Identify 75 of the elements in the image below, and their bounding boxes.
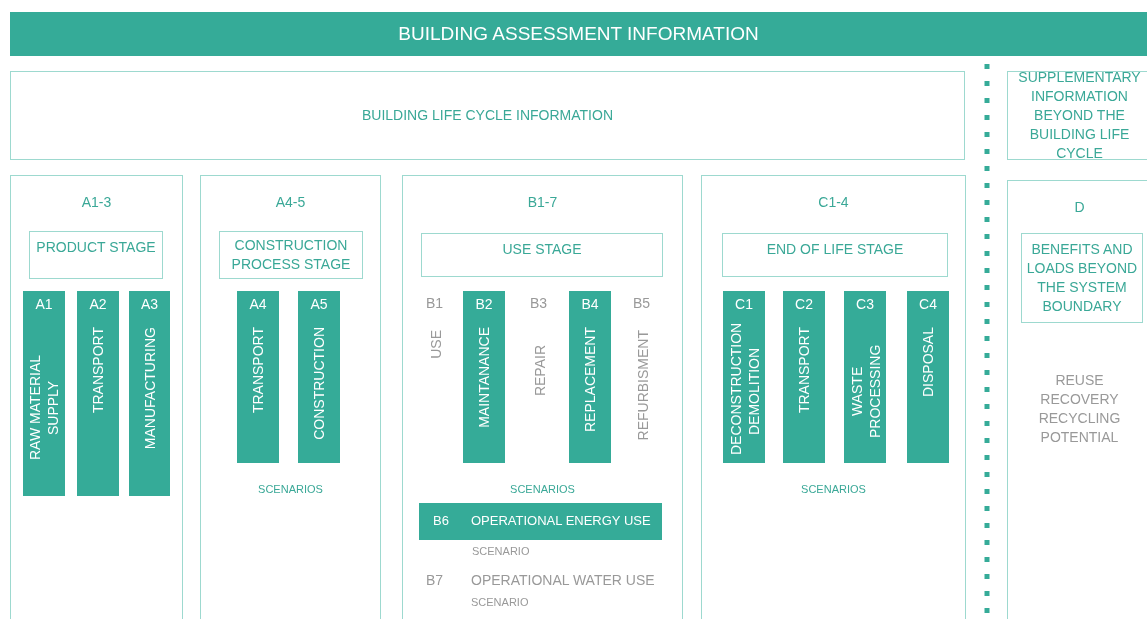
module-code: A1: [34, 296, 54, 312]
module-label: USE: [427, 330, 445, 359]
stage-box: [29, 231, 163, 279]
module-range: B1-7: [527, 194, 558, 210]
module-label: MAINTANANCE: [475, 327, 493, 428]
module-bar: [463, 291, 505, 463]
module-bar: [77, 291, 119, 496]
module-bar: [907, 291, 949, 463]
module-label: OPERATIONAL WATER USE: [471, 572, 655, 588]
module-range: C1-4: [818, 194, 849, 210]
stage-label: CONSTRUCTION PROCESS STAGE: [230, 236, 352, 274]
module-label: B5: [633, 295, 651, 311]
module-code: B6: [433, 513, 449, 528]
stage-label: PRODUCT STAGE: [36, 238, 156, 257]
module-label: RAW MATERIAL SUPPLY: [26, 354, 62, 462]
potential-note: REUSE RECOVERY RECYCLING POTENTIAL: [1037, 371, 1122, 447]
module-code: A3: [139, 296, 160, 312]
scenarios-note: SCENARIOS: [510, 483, 575, 495]
module-bar: [23, 291, 65, 496]
module-panel: [200, 175, 381, 619]
module-bar: [844, 291, 886, 463]
module-code: C2: [794, 296, 814, 312]
module-bar: [237, 291, 279, 463]
module-label: REPLACEMENT: [581, 327, 599, 433]
module-panel: [701, 175, 966, 619]
module-code: A2: [88, 296, 108, 312]
scenarios-note: SCENARIOS: [258, 483, 323, 495]
scenario-note: SCENARIO: [472, 545, 530, 557]
module-label: CONSTRUCTION: [310, 327, 328, 440]
module-code: C1: [734, 296, 754, 312]
module-label: TRANSPORT: [89, 327, 107, 414]
module-label: MANUFACTURING: [140, 327, 159, 450]
module-label: B7: [426, 572, 444, 588]
stage-label: END OF LIFE STAGE: [766, 240, 904, 259]
module-label: B1: [426, 295, 444, 311]
stage-box: [1021, 233, 1143, 323]
module-bar: [129, 291, 170, 496]
module-range: D: [1074, 199, 1085, 215]
stage-box: [1007, 71, 1147, 160]
module-panel: [402, 175, 683, 619]
stage-label: BUILDING LIFE CYCLE INFORMATION: [362, 106, 613, 125]
module-label: REPAIR: [531, 345, 549, 397]
module-band: [419, 503, 662, 540]
stage-box: [219, 231, 363, 279]
stage-box: [421, 233, 663, 277]
stage-box: [10, 71, 965, 160]
stage-label: SUPPLEMENTARY INFORMATION BEYOND THE BUILDING LIFE CYCLE: [1017, 68, 1142, 163]
module-range: A1-3: [81, 194, 112, 210]
module-panel: [10, 175, 183, 619]
stage-box: [722, 233, 948, 277]
module-bar: [569, 291, 611, 463]
module-bar: [783, 291, 825, 463]
module-label: B3: [530, 295, 548, 311]
module-label: REFURBISMENT: [634, 330, 652, 441]
module-range: A4-5: [275, 194, 306, 210]
stage-label: BENEFITS AND LOADS BEYOND THE SYSTEM BOUNDARY: [1025, 240, 1139, 316]
module-label: TRANSPORT: [249, 327, 267, 414]
module-panel: [1007, 180, 1147, 619]
header-band: [10, 12, 1147, 56]
module-code: C3: [855, 296, 875, 312]
module-label: OPERATIONAL ENERGY USE: [471, 513, 651, 528]
scenarios-note: SCENARIOS: [801, 483, 866, 495]
module-code: A5: [309, 296, 329, 312]
module-code: B2: [474, 296, 494, 312]
stage-label: USE STAGE: [502, 240, 582, 259]
module-code: C4: [918, 296, 938, 312]
header-title: BUILDING ASSESSMENT INFORMATION: [398, 23, 759, 45]
module-bar: [298, 291, 340, 463]
module-code: A4: [248, 296, 268, 312]
module-label: TRANSPORT: [795, 327, 813, 414]
module-label: WASTE PROCESSING: [848, 343, 882, 440]
module-bar: [723, 291, 765, 463]
module-label: DISPOSAL: [919, 327, 937, 398]
scenario-note: SCENARIO: [471, 596, 529, 608]
module-code: B4: [580, 296, 600, 312]
